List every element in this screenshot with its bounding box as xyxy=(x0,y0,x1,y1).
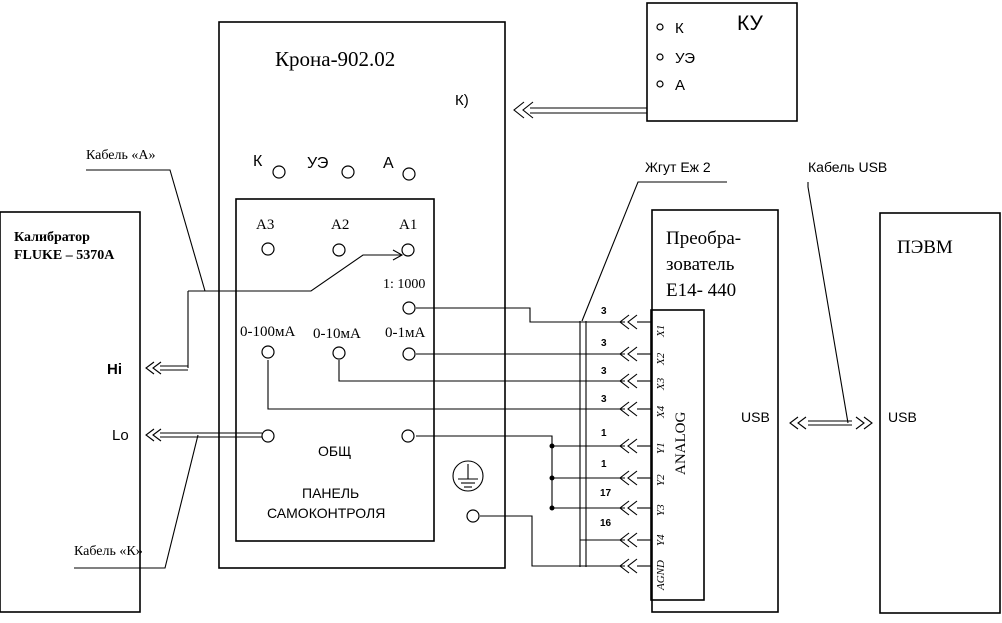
calibrator-hi-label: Hi xyxy=(107,361,122,378)
cable-k-leader xyxy=(74,434,199,569)
krona-ku-port: К) xyxy=(455,92,469,109)
harness-label: Жгут Еж 2 xyxy=(645,159,711,175)
calibrator-box: Калибратор FLUKE – 5370A Hi Lo xyxy=(0,211,141,613)
panel-title-line2: САМОКОНТРОЛЯ xyxy=(267,505,385,521)
pin-x2: X2 xyxy=(655,352,667,366)
converter-line1: Преобра- xyxy=(666,228,741,249)
pin-x1: X1 xyxy=(655,325,667,338)
converter-usb-label: USB xyxy=(741,409,770,425)
ku-terminal-ue xyxy=(656,53,664,61)
cable-a-leader xyxy=(86,169,206,292)
panel-terminal-a2 xyxy=(332,243,346,257)
panel-terminal-a1 xyxy=(401,243,415,257)
krona-terminal-ue xyxy=(341,165,355,179)
krona-label-ue: УЭ xyxy=(307,155,328,172)
ku-title: КУ xyxy=(737,12,763,35)
panel-output-a1: А1 xyxy=(399,217,417,233)
panel-output-a2: А2 xyxy=(331,217,349,233)
krona-terminal-k xyxy=(272,165,286,179)
panel-output-a3: А3 xyxy=(256,217,274,233)
converter-line3: Е14- 440 xyxy=(666,280,736,301)
ground-terminal xyxy=(466,509,480,523)
converter-line2: зователь xyxy=(666,254,735,275)
panel-terminal-1ma xyxy=(402,347,416,361)
harness-bundle xyxy=(579,321,587,567)
cable-k-line xyxy=(145,428,262,442)
pin-y1: Y1 xyxy=(655,442,667,454)
wire-number-x1: 3 xyxy=(601,306,607,317)
self-control-panel: А3 А2 А1 1: 1000 0-100мА 0-10мА 0-1мА ОБ… xyxy=(235,198,435,542)
wire-number-y1: 1 xyxy=(601,428,607,439)
ku-box: КУ К УЭ А xyxy=(646,2,798,122)
calibrator-line2: FLUKE – 5370A xyxy=(14,248,115,263)
ku-cable xyxy=(513,101,647,119)
harness-wires xyxy=(267,307,625,567)
wire-number-x2: 3 xyxy=(601,338,607,349)
ku-label-k: К xyxy=(675,20,684,37)
wire-number-x3: 3 xyxy=(601,366,607,377)
pc-title: ПЭВМ xyxy=(897,237,953,258)
pc-box: ПЭВМ USB xyxy=(879,212,1001,614)
usb-cable xyxy=(789,416,873,430)
panel-range-10ma: 0-10мА xyxy=(313,326,361,342)
cable-usb-leader xyxy=(807,182,849,424)
cable-k-label: Кабель «К» xyxy=(74,544,143,559)
analog-connector: ANALOG X1 X2 X3 X4 Y1 Y2 Y3 Y4 AGND xyxy=(650,309,705,601)
pin-y3: Y3 xyxy=(655,504,667,516)
ku-terminal-a xyxy=(656,80,664,88)
panel-terminal-100ma xyxy=(261,345,275,359)
ku-label-ue: УЭ xyxy=(675,50,695,67)
ku-terminal-k xyxy=(656,23,664,31)
krona-title: Крона-902.02 xyxy=(275,47,395,71)
harness-junctions xyxy=(549,443,555,511)
panel-range-1ma: 0-1мА xyxy=(385,325,425,341)
wire-number-y2: 1 xyxy=(601,459,607,470)
analog-label: ANALOG xyxy=(673,412,689,475)
ground-symbol xyxy=(452,460,484,492)
wire-number-x4: 3 xyxy=(601,394,607,405)
panel-terminal-common-right xyxy=(401,429,415,443)
pin-y2: Y2 xyxy=(655,474,667,486)
panel-common-label: ОБЩ xyxy=(318,443,351,459)
panel-terminal-10ma xyxy=(332,346,346,360)
krona-terminal-a xyxy=(402,167,416,181)
pin-x3: X3 xyxy=(655,377,667,391)
cable-a-label: Кабель «А» xyxy=(86,148,156,163)
converter-box: Преобра- зователь Е14- 440 USB xyxy=(651,209,779,613)
panel-range-100ma: 0-100мА xyxy=(240,324,295,340)
pin-x4: X4 xyxy=(655,405,667,419)
cable-usb-label: Кабель USB xyxy=(808,159,887,175)
wire-number-y4: 16 xyxy=(600,518,612,529)
panel-title-line1: ПАНЕЛЬ xyxy=(302,485,359,501)
ku-label-a: А xyxy=(675,77,685,94)
harness-leader xyxy=(581,181,727,322)
pin-agnd: AGND xyxy=(655,560,667,591)
wire-number-y3: 17 xyxy=(600,488,612,499)
krona-label-k: К xyxy=(253,153,263,170)
connector-arrows xyxy=(619,314,651,574)
pc-usb-label: USB xyxy=(888,409,917,425)
calibrator-line1: Калибратор xyxy=(14,230,90,245)
krona-box: Крона-902.02 К) К УЭ А xyxy=(218,21,506,569)
pin-y4: Y4 xyxy=(655,534,667,546)
cable-a-line xyxy=(145,291,189,375)
calibrator-lo-label: Lo xyxy=(112,427,129,444)
wire-numbers: 3 3 3 3 1 1 17 16 xyxy=(600,306,612,529)
switch-arrow xyxy=(188,249,404,292)
panel-ratio: 1: 1000 xyxy=(383,277,425,292)
panel-terminal-a3 xyxy=(261,242,275,256)
panel-terminal-common-left xyxy=(261,429,275,443)
krona-label-a: А xyxy=(383,155,394,172)
panel-terminal-ratio xyxy=(402,301,416,315)
